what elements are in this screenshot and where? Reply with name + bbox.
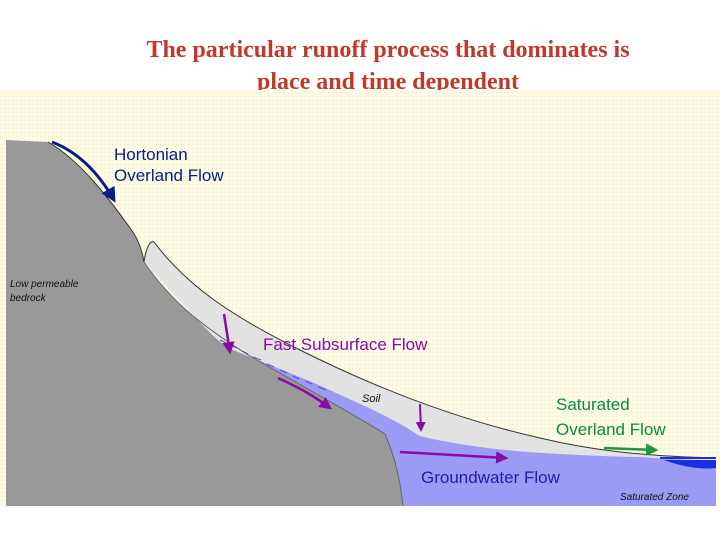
subsurface-arrow-down [222, 313, 235, 355]
bedrock-label-line-2: bedrock [10, 293, 47, 304]
bedrock-label-line-1: Low permeable [10, 279, 79, 290]
title-line-1: The particular runoff process that domin… [146, 37, 630, 63]
saturated-zone-label: Saturated Zone [620, 492, 689, 503]
page-title: The particular runoff process that domin… [0, 34, 720, 98]
bedrock-area [6, 140, 403, 506]
hortonian-label-line-1: Hortonian [114, 145, 188, 164]
fast-subsurface-label: Fast Subsurface Flow [263, 335, 428, 354]
groundwater-arrow [399, 450, 509, 464]
hortonian-arrow [51, 140, 116, 203]
soil-layer [144, 241, 716, 458]
saturated-overland-arrow [603, 443, 659, 456]
stream-water [664, 460, 716, 469]
subsurface-arrow-slope [277, 376, 333, 410]
runoff-diagram: Hortonian Overland Flow Low permeable be… [0, 90, 720, 507]
bedrock-outline [143, 261, 404, 507]
saturated-label-line-2: Overland Flow [556, 420, 666, 439]
hortonian-label-line-2: Overland Flow [114, 166, 224, 185]
infiltration-arrow [415, 403, 426, 432]
groundwater-area [228, 348, 716, 506]
soil-label: Soil [362, 393, 381, 405]
saturated-label-line-1: Saturated [556, 395, 630, 414]
ground-surface-line [47, 141, 717, 459]
groundwater-label: Groundwater Flow [421, 468, 561, 487]
